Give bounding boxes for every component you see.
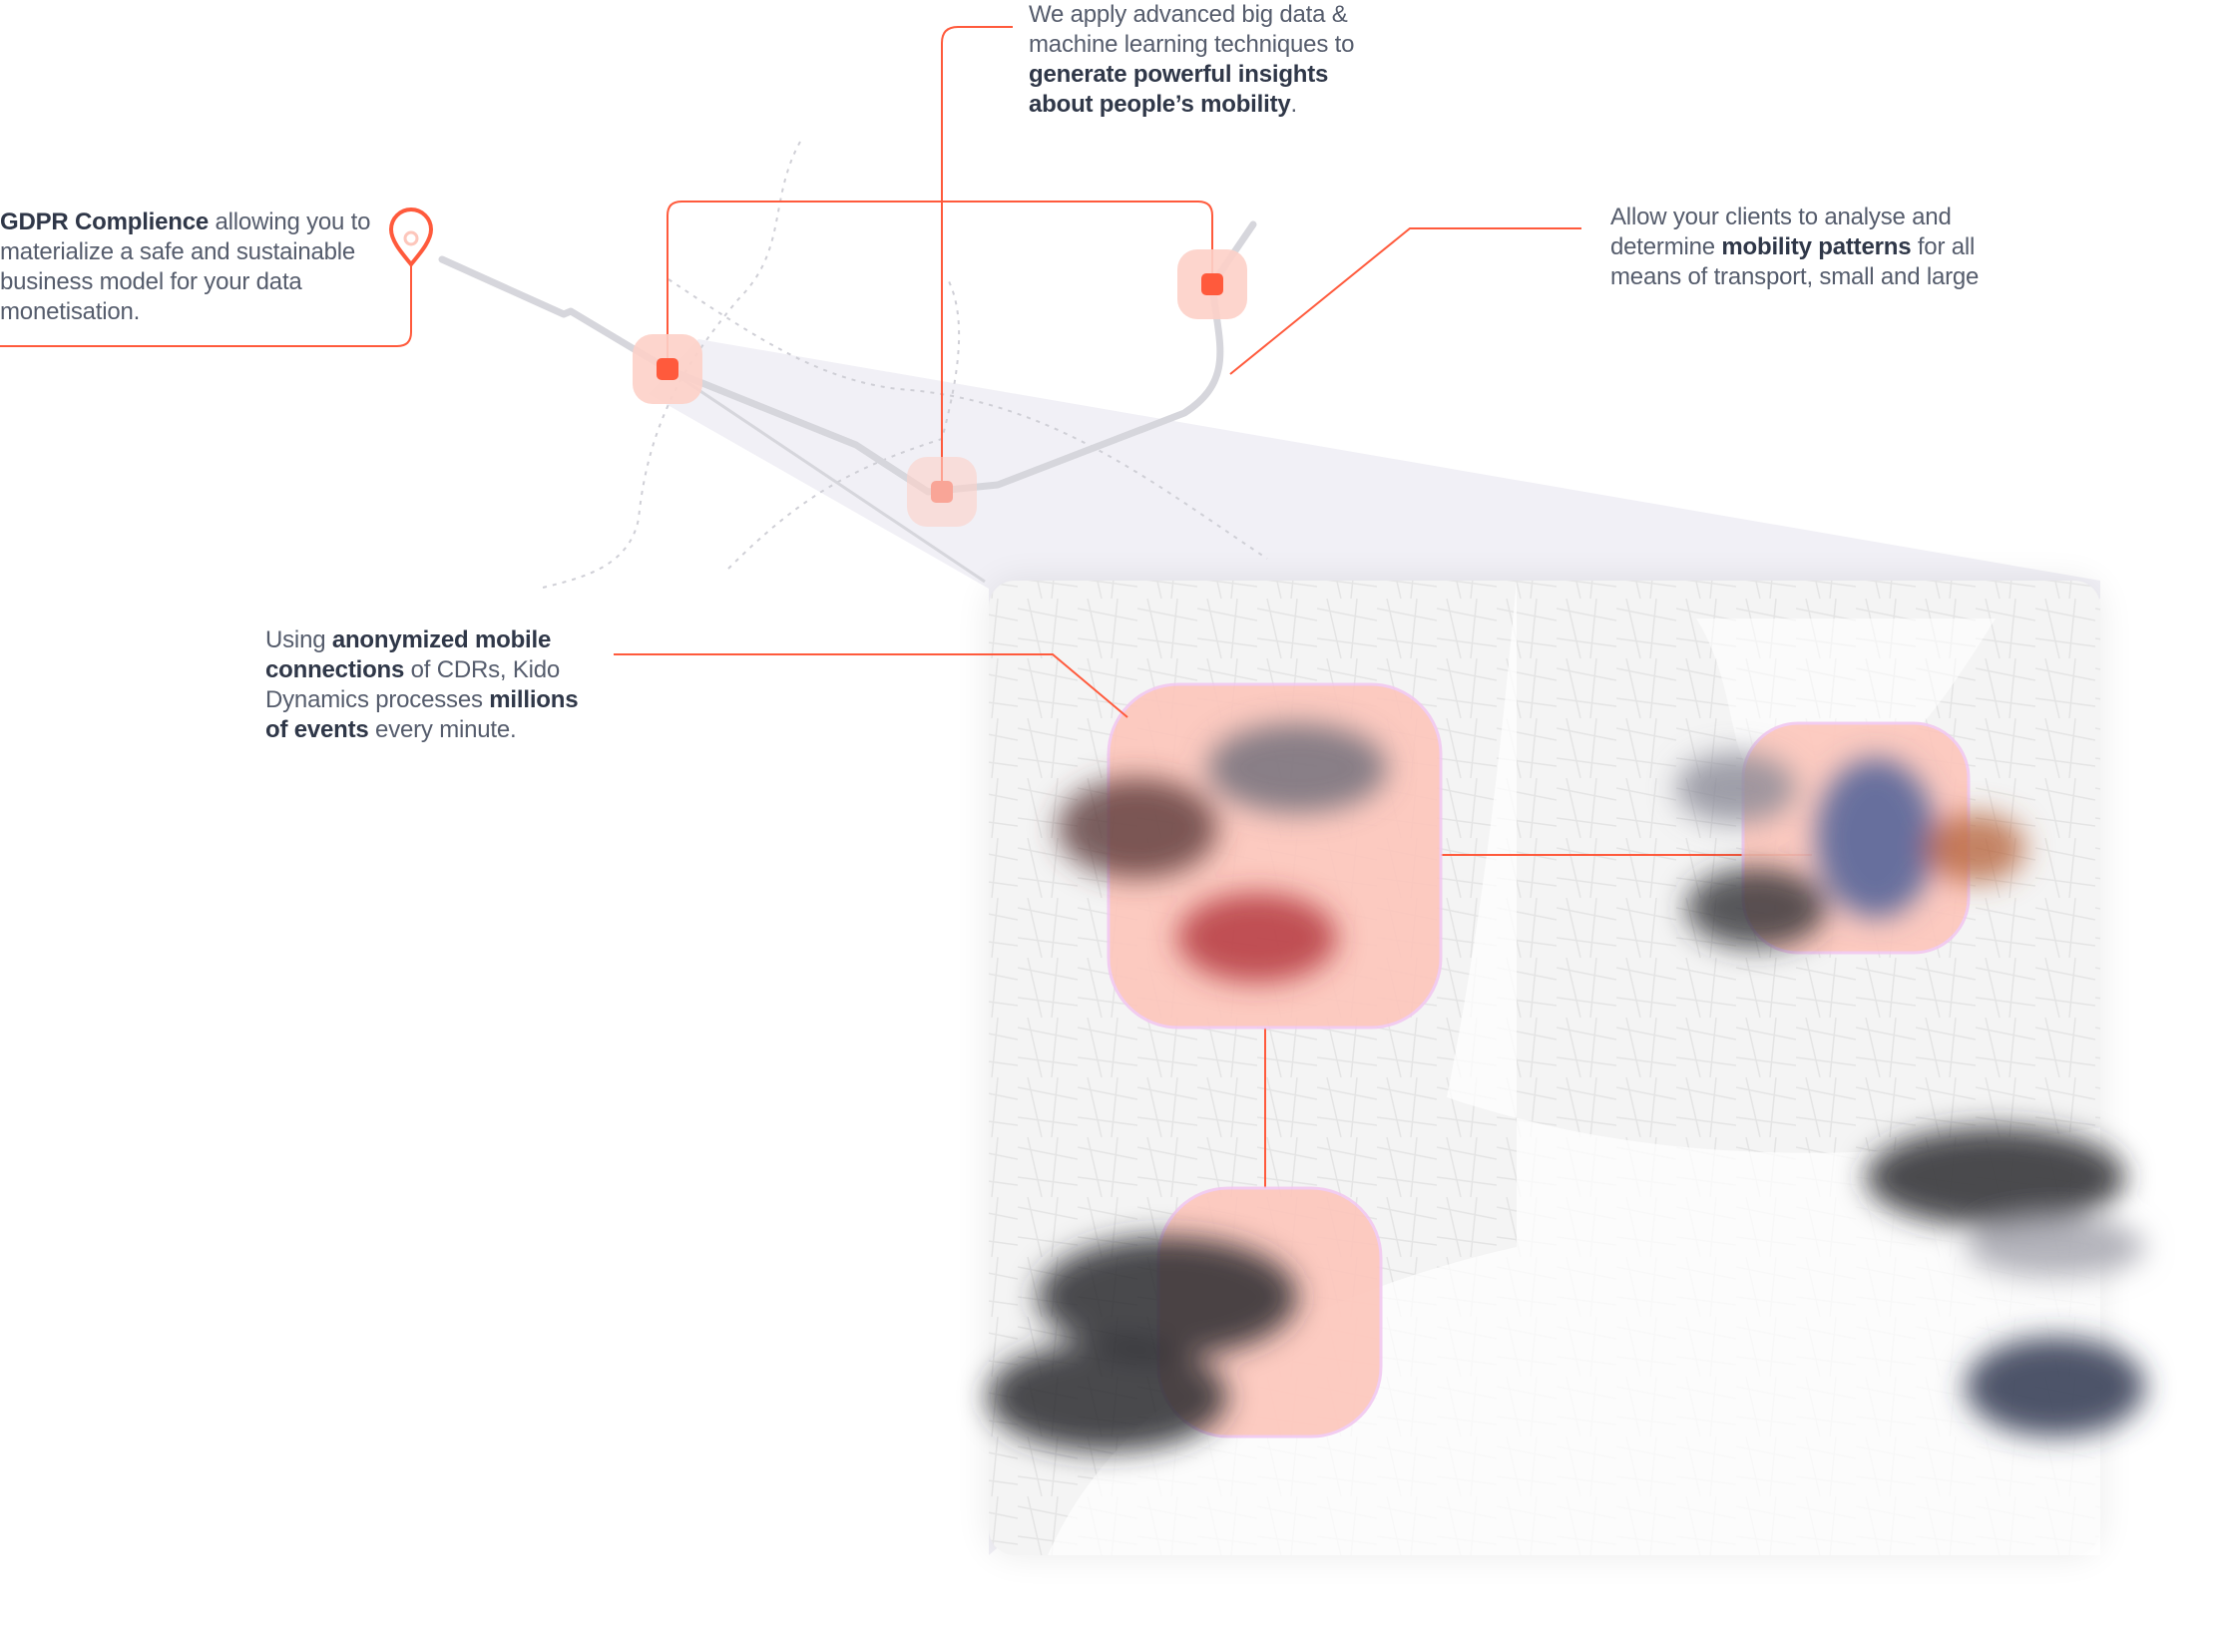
callout-text: allowing you to materialize a safe and s… [0,208,371,325]
callout-lines [0,26,1581,718]
callout-text: We apply advanced big data & machine lea… [1029,1,1355,58]
callout-text: for all means of transport, small and la… [1610,233,1980,290]
patterns-connector [1229,227,1581,375]
node-3 [907,457,977,527]
callout-highlight: millions of events [265,686,579,743]
gdpr-callout: GDPR Complience allowing you to material… [0,207,379,327]
insights-connector [941,26,1013,492]
node-bracket [667,201,1213,369]
node-2 [1177,249,1247,319]
gdpr-connector [0,264,412,347]
cdr-connector [614,653,1128,718]
node-1 [633,334,702,404]
callout-text: of CDRs, Kido Dynamics processes [265,656,561,713]
insights-callout: We apply advanced big data & machine lea… [1029,0,1388,120]
callout-highlight: mobility patterns [1721,233,1912,260]
callout-text: Using [265,626,332,653]
callout-highlight: GDPR Complience [0,208,210,235]
callout-text: Allow your clients to analyse and determ… [1610,204,1952,260]
blurred-pedestrians [988,723,2145,1451]
location-pin-icon [388,207,434,268]
mobility-patterns-callout: Allow your clients to analyse and determ… [1610,203,2010,292]
callout-highlight: anonymized mobile connections [265,626,552,683]
cdr-callout: Using anonymized mobile connections of C… [265,625,605,745]
callout-text: every minute. [368,716,517,743]
transit-route-thin [667,367,986,584]
callout-text: . [1290,91,1298,118]
callout-highlight: generate powerful insights about people’… [1029,61,1329,118]
